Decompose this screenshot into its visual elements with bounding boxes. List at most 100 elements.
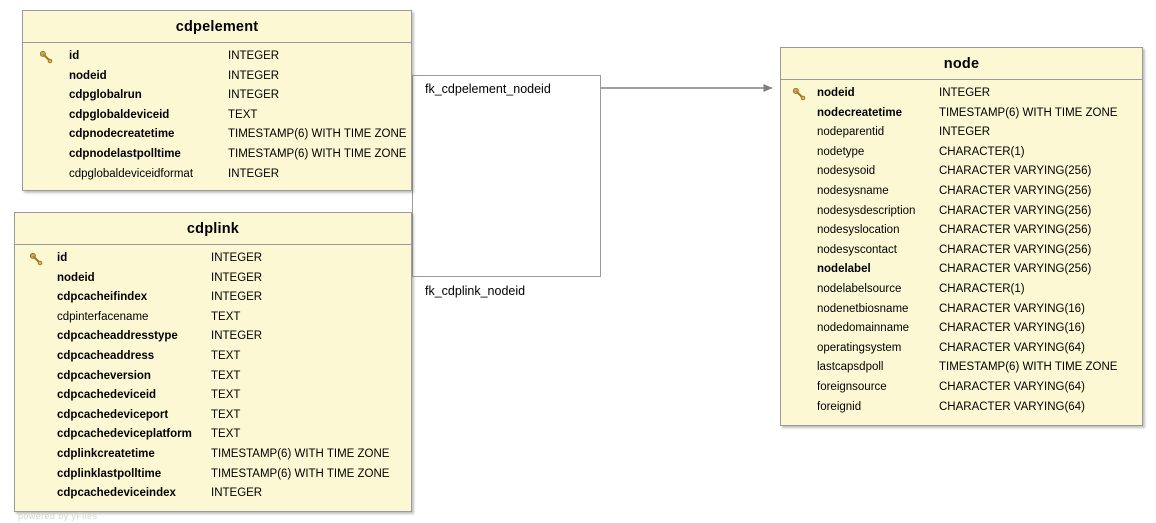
column-name: cdplinkcreatetime bbox=[57, 447, 155, 460]
column-name: cdpglobaldeviceid bbox=[69, 108, 170, 121]
column-type: CHARACTER VARYING(256) bbox=[939, 263, 1092, 276]
column-name: nodetype bbox=[817, 145, 865, 158]
column-row[interactable]: nodesysoid CHARACTER VARYING(256) bbox=[781, 162, 1142, 182]
edge-routing-region bbox=[412, 75, 601, 277]
column-name: nodelabelsource bbox=[817, 282, 902, 295]
column-name: nodesysdescription bbox=[817, 204, 916, 217]
column-type: TEXT bbox=[211, 310, 241, 323]
column-row[interactable]: cdpcachedeviceindex INTEGER bbox=[15, 484, 411, 504]
column-type: TIMESTAMP(6) WITH TIME ZONE bbox=[211, 467, 390, 480]
column-name: nodenetbiosname bbox=[817, 302, 909, 315]
column-name: nodesyscontact bbox=[817, 243, 897, 256]
column-row[interactable]: nodeparentid INTEGER bbox=[781, 123, 1142, 143]
entity-title-node: node bbox=[781, 48, 1142, 80]
column-row[interactable]: nodesysdescription CHARACTER VARYING(256) bbox=[781, 202, 1142, 222]
column-type: CHARACTER VARYING(256) bbox=[939, 165, 1092, 178]
column-name: id bbox=[69, 50, 80, 62]
primary-key-icon bbox=[792, 87, 806, 101]
column-row[interactable]: cdpglobaldeviceid TEXT bbox=[23, 106, 411, 126]
column-type: CHARACTER(1) bbox=[939, 145, 1025, 158]
column-name: foreignsource bbox=[817, 380, 887, 393]
column-name: cdpglobalrun bbox=[69, 89, 142, 102]
column-row[interactable]: cdpcacheifindex INTEGER bbox=[15, 288, 411, 308]
column-name: cdplinklastpolltime bbox=[57, 467, 162, 480]
column-row[interactable]: cdpinterfacename TEXT bbox=[15, 308, 411, 328]
column-row[interactable]: nodetype CHARACTER(1) bbox=[781, 143, 1142, 163]
column-row[interactable]: nodecreatetime TIMESTAMP(6) WITH TIME ZON… bbox=[781, 104, 1142, 124]
column-type: TEXT bbox=[211, 369, 241, 382]
column-name: cdpnodelastpolltime bbox=[69, 147, 181, 160]
column-name: nodeid bbox=[817, 87, 855, 99]
column-name: nodeid bbox=[57, 271, 95, 284]
column-name: cdpcacheaddresstype bbox=[57, 330, 178, 343]
column-name: cdpinterfacename bbox=[57, 310, 149, 323]
column-type: INTEGER bbox=[939, 126, 991, 139]
column-type: CHARACTER VARYING(256) bbox=[939, 204, 1092, 217]
column-type: TIMESTAMP(6) WITH TIME ZONE bbox=[228, 147, 407, 160]
column-row[interactable]: cdplinklastpolltime TIMESTAMP(6) WITH TIM… bbox=[15, 465, 411, 485]
column-type: INTEGER bbox=[211, 291, 263, 304]
column-type: TIMESTAMP(6) WITH TIME ZONE bbox=[939, 361, 1118, 374]
column-type: INTEGER bbox=[211, 330, 263, 343]
column-name: nodedomainname bbox=[817, 322, 910, 335]
column-type: TEXT bbox=[228, 108, 258, 121]
column-type: CHARACTER VARYING(64) bbox=[939, 341, 1085, 354]
column-row[interactable]: cdpnodelastpolltime TIMESTAMP(6) WITH TIM… bbox=[23, 145, 411, 165]
column-row[interactable]: id INTEGER bbox=[23, 47, 411, 67]
column-type: CHARACTER VARYING(256) bbox=[939, 184, 1092, 197]
column-name: id bbox=[57, 252, 68, 264]
column-row[interactable]: id INTEGER bbox=[15, 249, 411, 269]
column-name: cdpcacheifindex bbox=[57, 291, 148, 304]
column-row[interactable]: cdplinkcreatetime TIMESTAMP(6) WITH TIME … bbox=[15, 445, 411, 465]
column-type: INTEGER bbox=[211, 487, 263, 500]
column-name: nodeparentid bbox=[817, 126, 885, 139]
entity-title-cdplink: cdplink bbox=[15, 213, 411, 245]
column-type: INTEGER bbox=[228, 50, 280, 62]
column-name: nodecreatetime bbox=[817, 106, 903, 119]
column-type: TEXT bbox=[211, 389, 241, 402]
column-name: nodelabel bbox=[817, 263, 871, 276]
column-row[interactable]: nodenetbiosname CHARACTER VARYING(16) bbox=[781, 300, 1142, 320]
column-name: cdpcachedeviceindex bbox=[57, 487, 176, 500]
primary-key-icon-cell bbox=[15, 252, 57, 266]
column-type: TIMESTAMP(6) WITH TIME ZONE bbox=[211, 447, 390, 460]
column-name: nodesysname bbox=[817, 184, 889, 197]
column-row[interactable]: nodelabel CHARACTER VARYING(256) bbox=[781, 260, 1142, 280]
column-type: TEXT bbox=[211, 408, 241, 421]
column-name: nodesysoid bbox=[817, 165, 876, 178]
column-row[interactable]: cdpglobalrun INTEGER bbox=[23, 86, 411, 106]
column-type: CHARACTER VARYING(16) bbox=[939, 302, 1085, 315]
column-type: INTEGER bbox=[211, 252, 263, 264]
column-type: INTEGER bbox=[228, 89, 280, 102]
column-name: cdpglobaldeviceidformat bbox=[69, 167, 194, 180]
column-type: TIMESTAMP(6) WITH TIME ZONE bbox=[939, 106, 1118, 119]
column-row[interactable]: nodesysname CHARACTER VARYING(256) bbox=[781, 182, 1142, 202]
column-name: cdpcacheaddress bbox=[57, 349, 155, 362]
column-name: cdpcachedeviceplatform bbox=[57, 428, 192, 441]
column-row[interactable]: cdpcacheaddresstype INTEGER bbox=[15, 327, 411, 347]
